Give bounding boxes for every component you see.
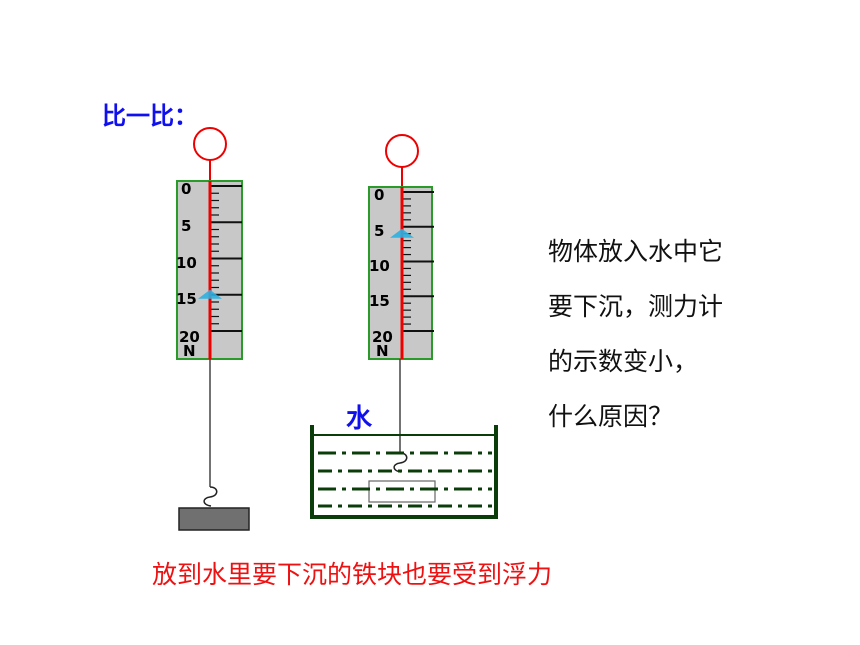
tick-label-air-0: 0: [181, 180, 191, 198]
pointer-air: [198, 289, 222, 299]
tick-label-air-10: 10: [176, 254, 197, 272]
water-label: 水: [346, 404, 373, 434]
ticks-water: [402, 191, 434, 332]
question-line-4: 什么原因？: [548, 402, 674, 431]
tick-label-air-20: 20: [179, 328, 200, 346]
tick-labels-water: 0 5 10 15 20 N: [369, 186, 393, 360]
iron-block-air: [178, 507, 250, 531]
hook-air: [203, 486, 218, 507]
pointer-water: [390, 228, 414, 238]
tick-label-water-0: 0: [374, 186, 384, 204]
submerged-block: [368, 480, 436, 503]
spring-scale-air: 0 5 10 15 20 N: [176, 127, 250, 531]
water-container: [310, 425, 498, 519]
question-text: 物体放入水中它 要下沉，测力计 的示数变小， 什么原因？: [548, 224, 723, 444]
unit-label-water: N: [376, 342, 389, 360]
unit-label-air: N: [183, 342, 196, 360]
slide-title: 比一比：: [102, 102, 198, 130]
tick-label-air-5: 5: [181, 217, 191, 235]
hook-water: [393, 452, 408, 473]
question-line-3: 的示数变小，: [548, 347, 699, 376]
spring-scale-water: 0 5 10 15 20 N: [368, 134, 436, 503]
question-line-1: 物体放入水中它: [548, 237, 724, 266]
tick-label-water-5: 5: [374, 222, 384, 240]
hanging-ring-water: [385, 134, 419, 168]
tick-label-water-20: 20: [372, 328, 393, 346]
tick-label-water-15: 15: [369, 292, 390, 310]
tick-label-water-10: 10: [369, 257, 390, 275]
tick-labels-air: 0 5 10 15 20 N: [176, 180, 200, 360]
tick-label-air-15: 15: [176, 290, 197, 308]
question-line-2: 要下沉，测力计: [548, 292, 724, 321]
conclusion-text: 放到水里要下沉的铁块也要受到浮力: [152, 560, 553, 589]
hanging-ring-air: [193, 127, 227, 161]
